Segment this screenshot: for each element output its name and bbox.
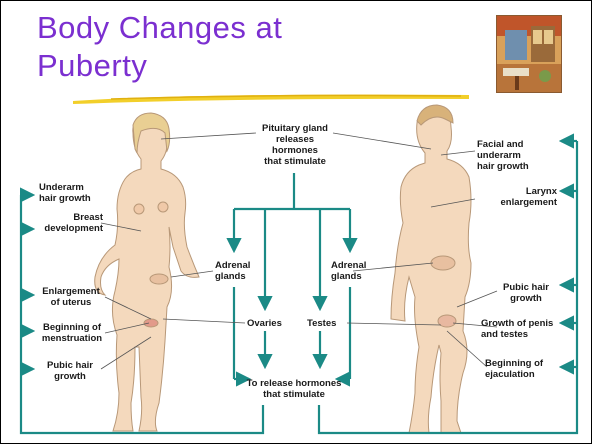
facial-line-2: underarm — [477, 150, 529, 161]
female-pubic-line-2: growth — [39, 371, 101, 382]
pituitary-line-1: Pituitary gland — [249, 123, 341, 134]
female-underarm-line-1: Underarm — [39, 182, 91, 193]
adrenal-left-line-2: glands — [215, 271, 250, 282]
release-line-2: that stimulate — [239, 389, 349, 400]
adrenal-right-label: Adrenal glands — [331, 260, 366, 282]
male-figure-icon — [391, 105, 471, 433]
adrenal-left-line-1: Adrenal — [215, 260, 250, 271]
larynx-line-2: enlargement — [487, 197, 557, 208]
menstruation-line-2: menstruation — [37, 333, 107, 344]
menstruation-label: Beginning of menstruation — [37, 322, 107, 344]
adrenal-right-line-1: Adrenal — [331, 260, 366, 271]
ejaculation-label: Beginning of ejaculation — [485, 358, 543, 380]
uterus-line-2: of uterus — [37, 297, 105, 308]
pituitary-line-3: hormones — [249, 145, 341, 156]
uterus-line-1: Enlargement — [37, 286, 105, 297]
facial-label: Facial and underarm hair growth — [477, 139, 529, 172]
male-pubic-line-2: growth — [495, 293, 557, 304]
release-line-1: To release hormones — [239, 378, 349, 389]
female-pubic-label: Pubic hair growth — [39, 360, 101, 382]
facial-line-3: hair growth — [477, 161, 529, 172]
male-pubic-label: Pubic hair growth — [495, 282, 557, 304]
breast-line-2: development — [39, 223, 103, 234]
ovaries-label: Ovaries — [247, 318, 282, 329]
ejaculation-line-2: ejaculation — [485, 369, 543, 380]
female-figure-icon — [95, 113, 199, 431]
pituitary-line-4: that stimulate — [249, 156, 341, 167]
pituitary-label: Pituitary gland releases hormones that s… — [249, 123, 341, 167]
female-underarm-line-2: hair growth — [39, 193, 91, 204]
adrenal-left-label: Adrenal glands — [215, 260, 250, 282]
female-underarm-label: Underarm hair growth — [39, 182, 91, 204]
male-pubic-line-1: Pubic hair — [495, 282, 557, 293]
larynx-line-1: Larynx — [487, 186, 557, 197]
larynx-label: Larynx enlargement — [487, 186, 557, 208]
menstruation-line-1: Beginning of — [37, 322, 107, 333]
pituitary-line-2: releases — [249, 134, 341, 145]
testes-label: Testes — [307, 318, 336, 329]
facial-line-1: Facial and — [477, 139, 529, 150]
ejaculation-line-1: Beginning of — [485, 358, 543, 369]
breast-line-1: Breast — [39, 212, 103, 223]
penis-label: Growth of penis and testes — [481, 318, 553, 340]
penis-line-2: and testes — [481, 329, 553, 340]
uterus-label: Enlargement of uterus — [37, 286, 105, 308]
adrenal-right-line-2: glands — [331, 271, 366, 282]
female-pubic-line-1: Pubic hair — [39, 360, 101, 371]
release-label: To release hormones that stimulate — [239, 378, 349, 400]
penis-line-1: Growth of penis — [481, 318, 553, 329]
breast-label: Breast development — [39, 212, 103, 234]
